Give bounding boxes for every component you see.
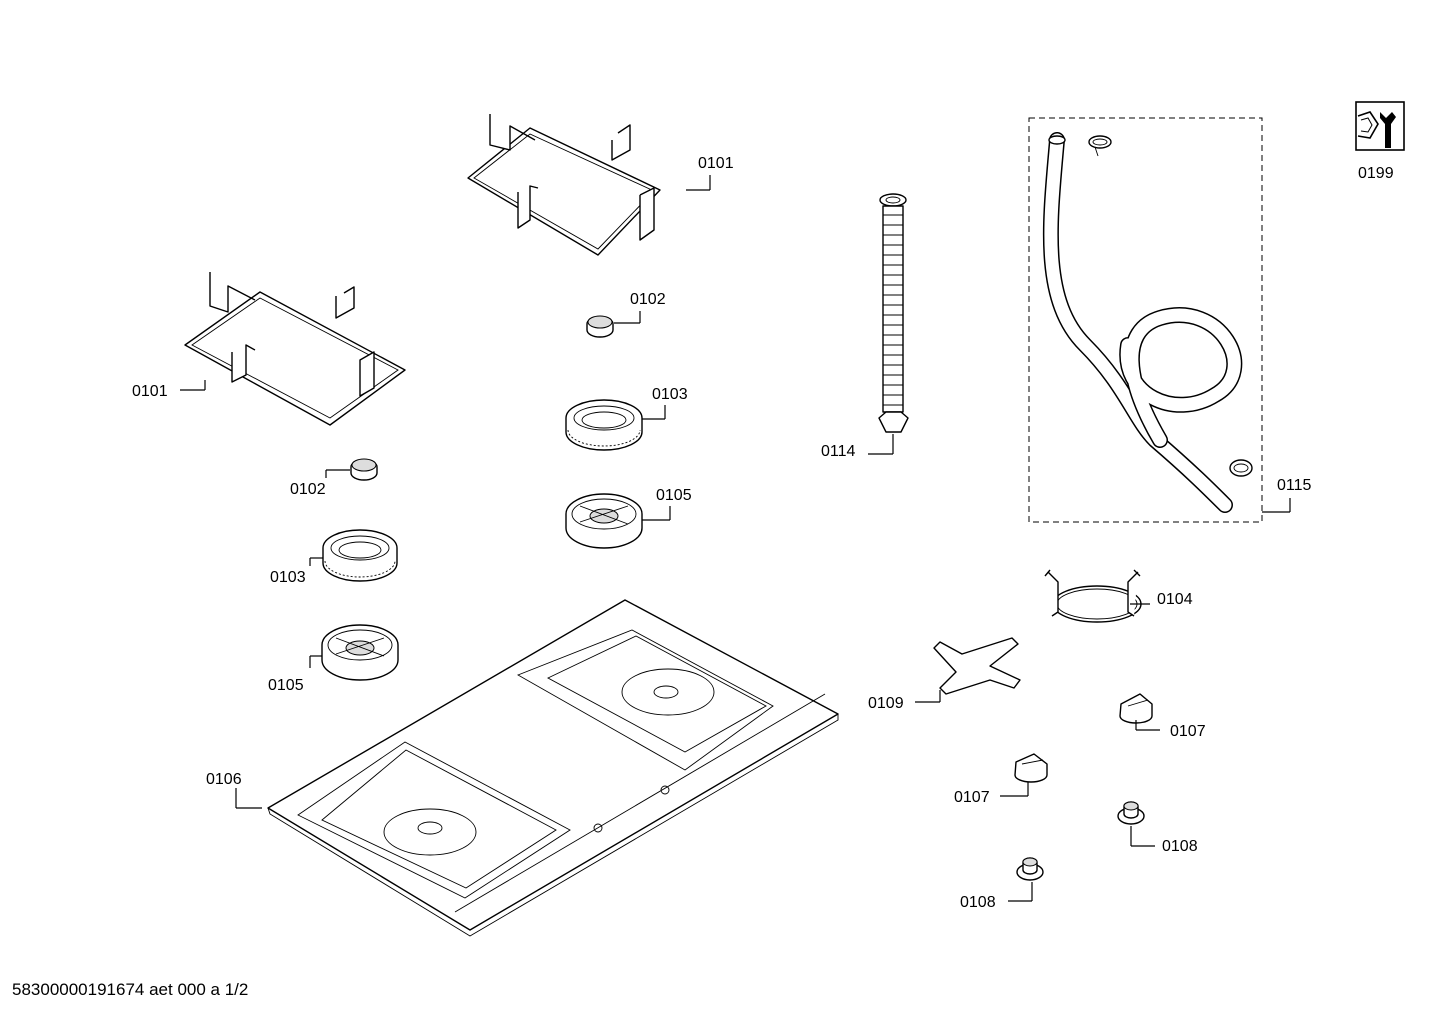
callout-0105-top: 0105: [656, 487, 692, 504]
callout-0106: 0106: [206, 771, 242, 788]
control-knob-left[interactable]: [1014, 753, 1048, 783]
wrench-tool-icon[interactable]: [1355, 101, 1405, 151]
callout-0101-top: 0101: [698, 155, 734, 172]
callout-0107-left: 0107: [954, 789, 990, 806]
hose-kit[interactable]: [1028, 117, 1263, 523]
callout-0103-top: 0103: [652, 386, 688, 403]
pan-support-grate-left[interactable]: [184, 272, 406, 426]
callout-0108-left: 0108: [960, 894, 996, 911]
callout-0103-left: 0103: [270, 569, 306, 586]
control-knob-right[interactable]: [1119, 693, 1153, 724]
burner-cap-top[interactable]: [586, 315, 614, 338]
callout-0114: 0114: [821, 443, 856, 460]
knob-cap-left[interactable]: [1016, 857, 1044, 881]
knob-cap-right[interactable]: [1117, 801, 1145, 825]
document-footer-id: 58300000191674 aet 000 a 1/2: [12, 980, 249, 999]
flexible-gas-hose[interactable]: [878, 193, 909, 433]
callout-0104: 0104: [1157, 591, 1193, 608]
callout-0102-left: 0102: [290, 481, 326, 498]
callout-0115: 0115: [1277, 477, 1312, 494]
callout-0107-right: 0107: [1170, 723, 1206, 740]
simmer-plate[interactable]: [933, 637, 1021, 695]
burner-base-top[interactable]: [565, 493, 643, 549]
flame-spreader-ring-left[interactable]: [322, 529, 398, 582]
hose-clamp-bottom: [1229, 459, 1253, 477]
callout-0105-left: 0105: [268, 677, 304, 694]
burner-base-left[interactable]: [321, 624, 399, 681]
hob-cooktop[interactable]: [267, 599, 839, 937]
callout-0101-left: 0101: [132, 383, 168, 400]
pan-support-grate-top[interactable]: [467, 114, 661, 256]
flame-spreader-ring-top[interactable]: [565, 399, 643, 451]
callout-0108-right: 0108: [1162, 838, 1198, 855]
callout-0102-top: 0102: [630, 291, 666, 308]
wok-ring[interactable]: [1044, 569, 1142, 623]
callout-0199: 0199: [1358, 165, 1394, 182]
hose-clamp-top: [1088, 135, 1112, 157]
callout-0109: 0109: [868, 695, 904, 712]
burner-cap-left[interactable]: [350, 458, 378, 481]
